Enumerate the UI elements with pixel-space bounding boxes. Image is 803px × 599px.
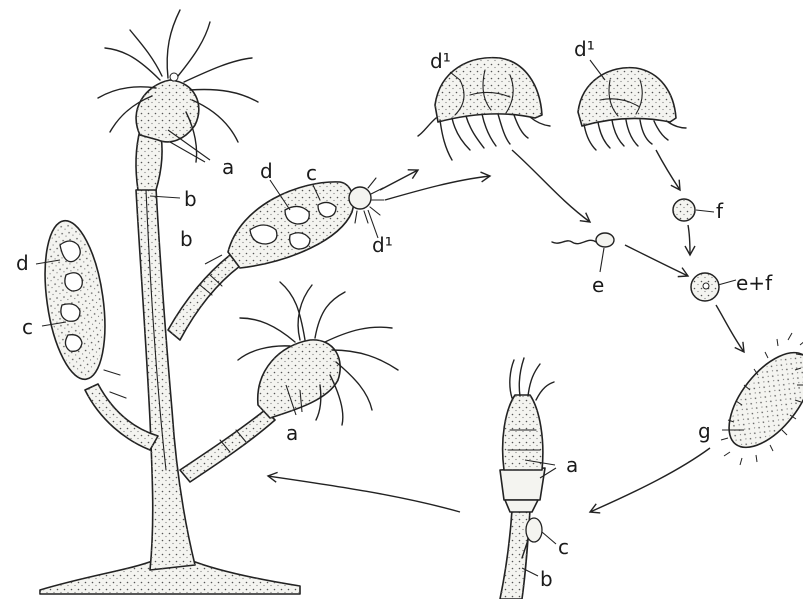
label-a-young: a — [566, 453, 578, 477]
arrow-polyp-to-colony — [268, 476, 460, 512]
label-b-young: b — [540, 567, 553, 591]
arrow-medusa-to-sperm — [512, 150, 590, 222]
egg-cell — [673, 199, 695, 221]
label-b-top: b — [184, 187, 197, 211]
arrow-zygote-to-planula — [716, 305, 744, 352]
emerging-medusa — [349, 187, 371, 209]
label-d1-medusa-right: d¹ — [574, 37, 595, 61]
label-d-middle: d — [260, 159, 273, 183]
label-d1-medusa-left: d¹ — [430, 49, 451, 73]
label-c-young: c — [558, 535, 569, 559]
label-a-top: a — [222, 155, 234, 179]
label-g: g — [698, 419, 711, 443]
hydroid-colony — [36, 10, 398, 594]
label-d1-gonotheca: d¹ — [372, 233, 393, 257]
label-e-plus-f: e+f — [736, 271, 773, 295]
label-b-middle: b — [180, 227, 193, 251]
medusa-right — [578, 68, 686, 150]
planula-larva — [713, 333, 803, 465]
arrow-planula-to-polyp — [590, 448, 710, 512]
label-f: f — [716, 199, 724, 223]
label-a-lower: a — [286, 421, 298, 445]
label-e: e — [592, 273, 604, 297]
arrow-sperm-to-zygote — [625, 245, 688, 276]
zygote — [691, 273, 719, 301]
label-d-left: d — [16, 251, 29, 275]
label-c-left: c — [22, 315, 33, 339]
young-polyp — [500, 358, 554, 599]
arrow-to-medusa-1 — [380, 170, 418, 190]
sperm-cell — [552, 233, 614, 247]
arrow-egg-to-zygote — [688, 225, 690, 255]
label-c-middle: c — [306, 161, 317, 185]
arrow-medusa-to-egg — [656, 150, 680, 190]
